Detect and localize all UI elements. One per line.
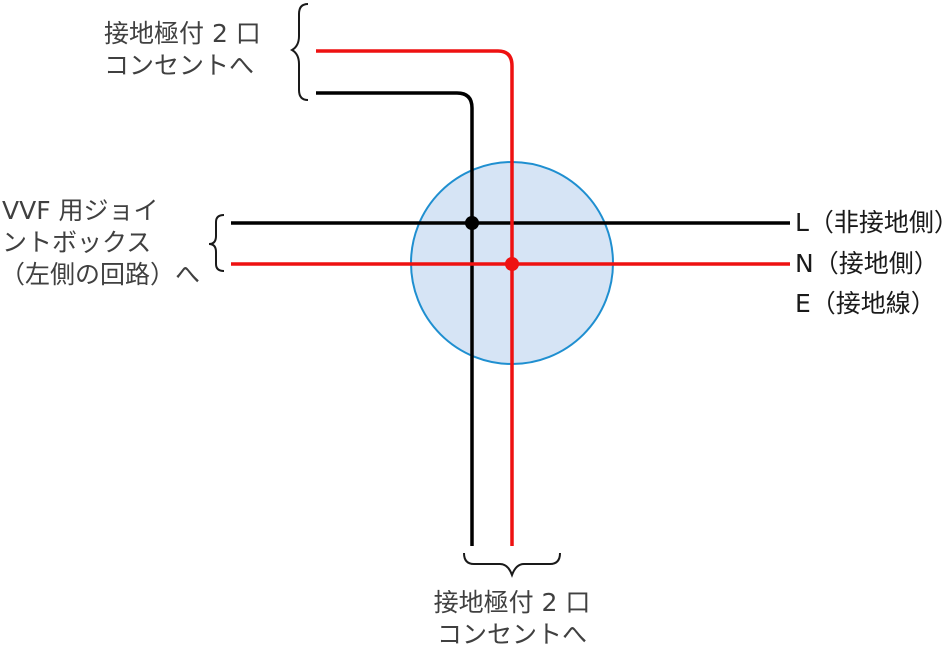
- label-wire-L: L（非接地側）: [795, 208, 952, 237]
- junction-dot-L: [465, 216, 479, 230]
- bracket-top-outlet: [289, 3, 309, 101]
- bracket-left-box: [208, 214, 225, 272]
- junction-dot-N: [505, 257, 519, 271]
- wire-N-vertical: [316, 49, 514, 546]
- label-left-box-line1: VVF 用ジョイ: [2, 196, 159, 225]
- bracket-bottom-outlet: [463, 552, 561, 578]
- wire-L-vertical: [316, 91, 474, 546]
- label-left-box-line3: （左側の回路）へ: [0, 260, 201, 289]
- label-left-box: VVF 用ジョイ ントボックス （左側の回路）へ: [0, 195, 201, 291]
- label-bottom-outlet-line1: 接地極付 2 口: [433, 588, 591, 617]
- label-wire-N: N（接地側）: [795, 249, 939, 278]
- label-left-box-line2: ントボックス: [2, 228, 152, 257]
- label-bottom-outlet-line2: コンセントへ: [436, 620, 587, 649]
- label-top-outlet-line1: 接地極付 2 口: [104, 19, 261, 48]
- label-top-outlet: 接地極付 2 口 コンセントへ: [104, 18, 261, 82]
- label-bottom-outlet: 接地極付 2 口 コンセントへ: [412, 587, 612, 651]
- label-top-outlet-line2: コンセントへ: [104, 51, 255, 80]
- label-wire-E: E（接地線）: [795, 289, 936, 318]
